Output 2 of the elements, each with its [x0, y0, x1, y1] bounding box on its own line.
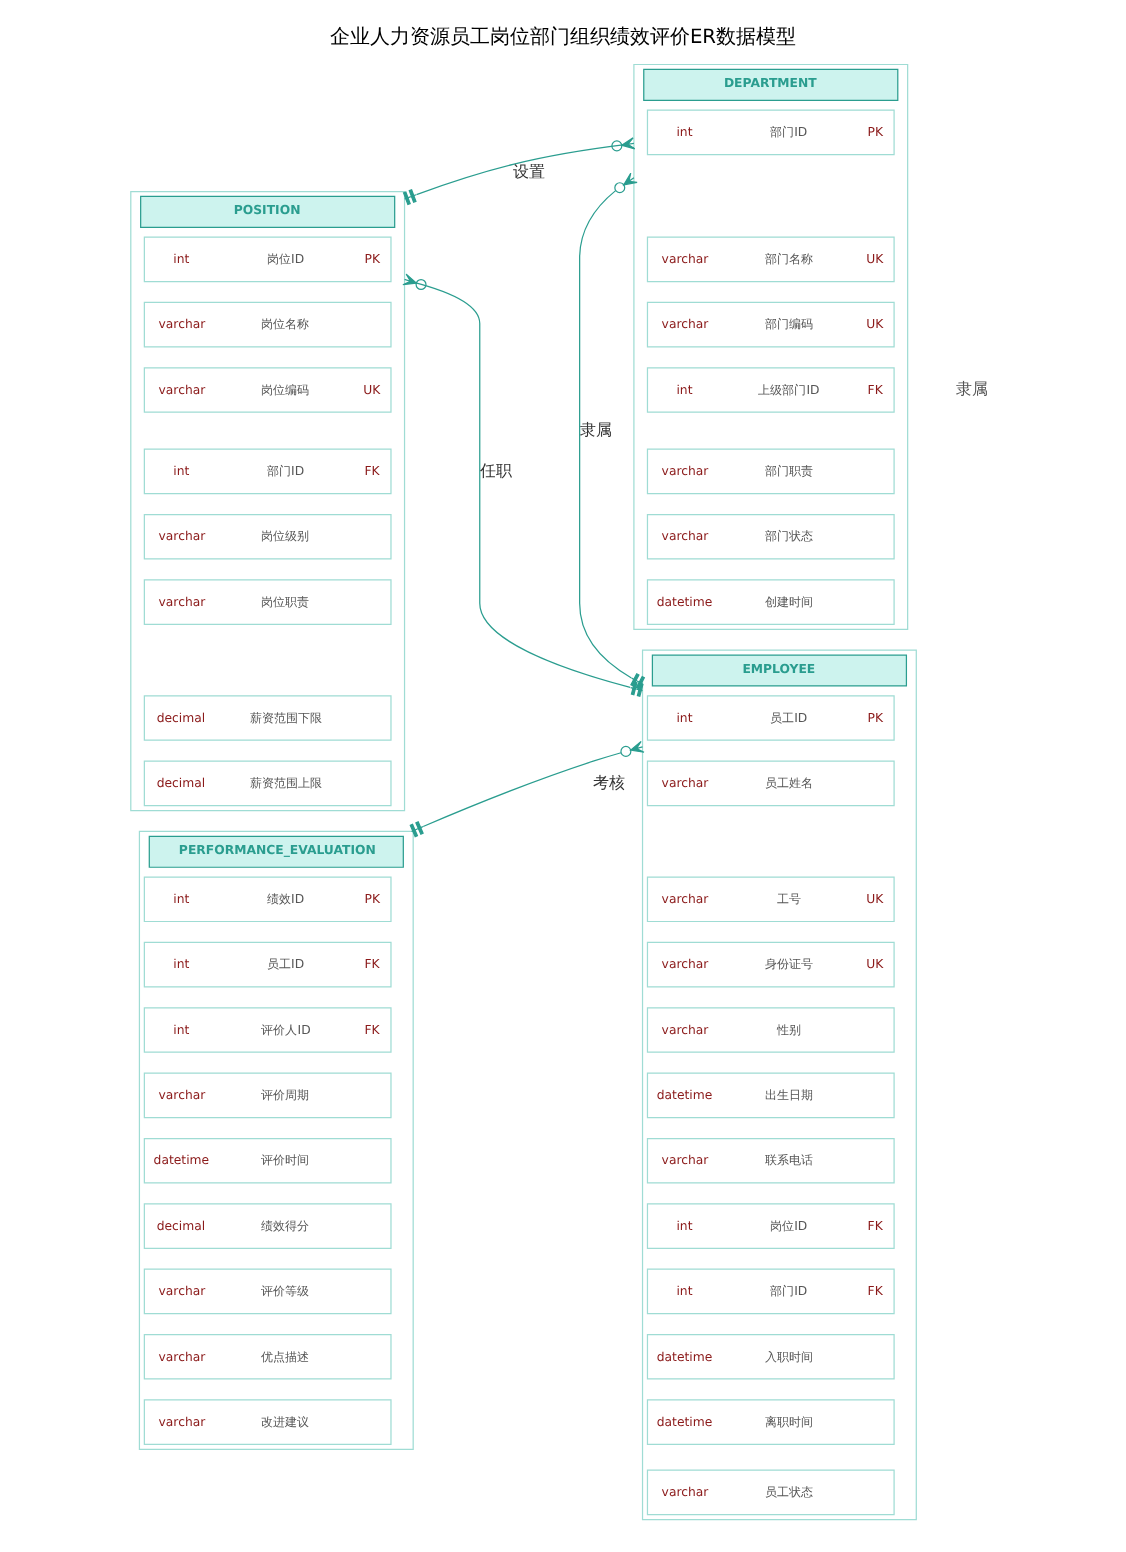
diagram-title: 企业人力资源员工岗位部门组织绩效评价ER数据模型: [329, 27, 797, 50]
connector: [402, 137, 636, 206]
